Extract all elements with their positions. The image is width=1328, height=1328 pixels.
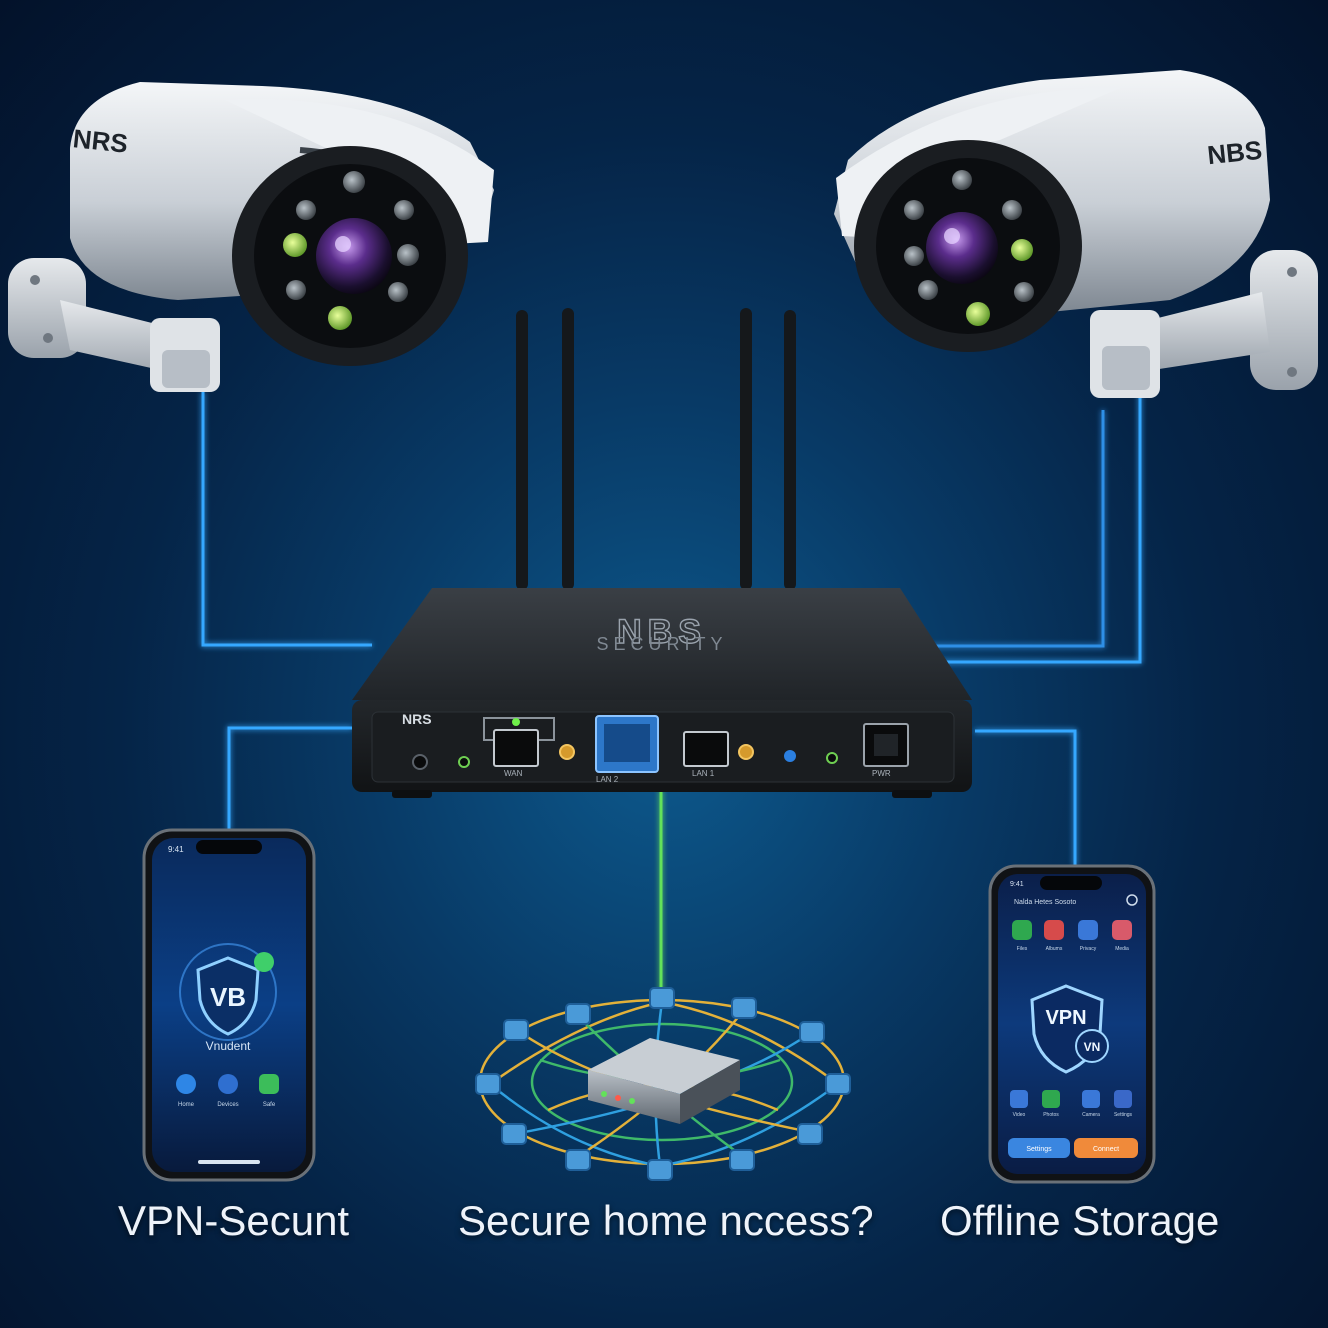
media-icon[interactable] [1112,920,1132,940]
camera-right-brand: NBS [1206,135,1264,171]
photos-icon[interactable] [1042,1090,1060,1108]
mesh-node [475,1073,501,1095]
dock-label: Devices [217,1102,238,1108]
mesh-node [565,1003,591,1025]
phone-right: 9:41 Nalda Hetes Sosoto Files Albums Pri… [988,864,1156,1184]
port-label-lan1: LAN 1 [692,769,715,778]
router-port-labels: WAN LAN 1 LAN 2 PWR [504,769,891,784]
settings-button-label: Settings [1026,1146,1052,1153]
port-label-lan2: LAN 2 [596,775,619,784]
files-icon[interactable] [1012,920,1032,940]
link-router-right-phone [975,729,1077,866]
link-right-camera-router [930,392,1142,664]
safe-icon[interactable] [259,1074,279,1094]
vpn-connected-icon [254,952,274,972]
app-label: Media [1115,946,1129,952]
phone-left-badge: VB [210,982,246,1012]
camera-left-visor [225,99,494,244]
dock-label: Safe [263,1102,276,1108]
home-icon[interactable] [176,1074,196,1094]
mesh-node [797,1123,823,1145]
camera-left-brand: NRS [72,123,130,159]
phone-right-status-time: 9:41 [1010,881,1024,888]
settings-icon[interactable] [1114,1090,1132,1108]
app-label: Privacy [1080,946,1097,952]
app-label: Files [1017,946,1028,952]
caption-vpn-secure: VPN-Secunt [118,1197,350,1244]
router-top-logo: NBS [617,613,707,651]
link-right-camera-router-2 [930,410,1105,648]
connect-button[interactable] [1074,1138,1138,1158]
connect-button-label: Connect [1093,1146,1119,1153]
camera-right-bracket [1090,250,1318,398]
port-label-wan: WAN [504,769,523,778]
mesh-node [647,1159,673,1181]
mesh-nodes [475,987,851,1181]
camera-left-lens [316,218,392,294]
mesh-node [729,1149,755,1171]
camera-icon[interactable] [1082,1090,1100,1108]
phone-right-shield-main: VPN [1045,1007,1086,1029]
ethernet-port-lan[interactable] [683,731,729,767]
vpn-shield-icon [196,956,260,1036]
camera-left-bracket [8,258,220,392]
phone-left-app-name: Vnudent [206,1039,251,1053]
mesh-node [825,1073,851,1095]
phone-right-apps-top: Files Albums Privacy Media [1012,920,1132,952]
link-router-left-phone [227,726,352,830]
link-left-camera-router [201,392,372,647]
router-antennas [516,308,796,590]
router: NBS SECURITY NRS WAN LAN 1 LAN 2 PWR [352,308,972,798]
app-label: Photos [1043,1112,1059,1118]
mesh-node [731,997,757,1019]
mesh-hub [588,1038,740,1124]
camera-right-ir-leds [904,170,1034,326]
mesh-node [799,1021,825,1043]
phone-left: 9:41 VB Vnudent Home Devices Safe [142,828,316,1182]
router-front-brand: NRS [402,711,432,727]
router-top-sub: SECURITY [596,634,727,654]
caption-secure-home-access: Secure home nccess? [458,1197,874,1244]
camera-right: NBS [834,70,1318,398]
camera-right-lens [926,212,998,284]
phone-left-dock: Home Devices Safe [176,1074,279,1108]
search-icon[interactable] [1126,894,1138,906]
app-label: Settings [1114,1112,1133,1118]
phone-right-header: Nalda Hetes Sosoto [1014,899,1076,906]
app-label: Albums [1046,946,1063,952]
mesh-node [565,1149,591,1171]
privacy-icon[interactable] [1078,920,1098,940]
camera-left: NRS [8,82,494,392]
phone-left-status-time: 9:41 [168,845,184,854]
camera-left-ir-leds [283,171,419,330]
app-label: Camera [1082,1112,1100,1118]
mesh-network [475,987,851,1181]
caption-offline-storage: Offline Storage [940,1197,1220,1244]
albums-icon[interactable] [1044,920,1064,940]
app-label: Video [1013,1112,1026,1118]
connection-lines [201,392,1142,995]
mesh-node [503,1019,529,1041]
mesh-node [501,1123,527,1145]
dock-label: Home [178,1102,195,1108]
devices-icon[interactable] [218,1074,238,1094]
ethernet-port-wan[interactable] [493,729,539,767]
port-label-pwr: PWR [872,769,891,778]
phone-right-apps-bottom: Video Photos Camera Settings [1010,1090,1133,1118]
router-ports [412,715,909,773]
video-icon[interactable] [1010,1090,1028,1108]
router-top [352,588,972,700]
phone-right-shield-sub: VN [1084,1040,1101,1054]
mesh-node [649,987,675,1009]
settings-button[interactable] [1008,1138,1070,1158]
